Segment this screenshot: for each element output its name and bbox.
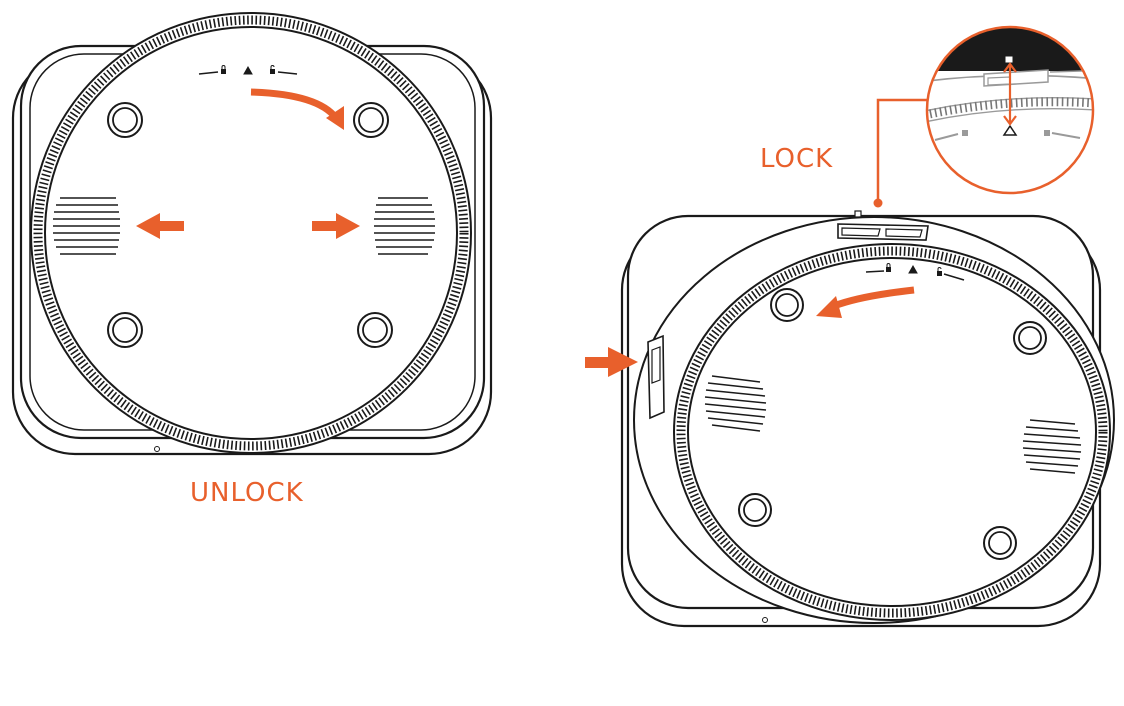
lock-screw-bottom-left — [738, 493, 772, 527]
unlock-screw-top-right — [353, 102, 389, 138]
lock-ring-inner — [687, 257, 1097, 607]
unlock-screw-bottom-left — [107, 312, 143, 348]
padlock-closed-icon — [198, 65, 226, 75]
zoom-triangle-icon — [1002, 124, 1018, 136]
padlock-open-icon — [937, 267, 965, 281]
lock-rotate-arrow — [816, 286, 915, 318]
padlock-open-icon — [270, 65, 298, 75]
unlock-arrow-left — [136, 213, 184, 239]
unlock-marker-group — [198, 65, 298, 75]
lock-vent-right — [1022, 419, 1082, 474]
triangle-icon — [243, 65, 253, 75]
lock-label: LOCK — [760, 144, 834, 174]
unlock-screw-bottom-right — [357, 312, 393, 348]
lock-push-arrow — [585, 347, 638, 377]
lock-zoom-callout — [925, 25, 1095, 195]
lock-screw-bottom-right — [983, 526, 1017, 560]
lock-top-slider — [837, 223, 929, 241]
lock-top-notch — [854, 210, 862, 218]
unlock-vent-right — [374, 197, 435, 255]
unlock-device — [11, 12, 493, 456]
lock-screw-top-left — [770, 288, 804, 322]
lock-ring-ticks — [676, 246, 1108, 618]
lock-vent-left — [704, 375, 767, 432]
triangle-icon — [908, 264, 918, 274]
unlock-led-dot — [154, 446, 160, 452]
unlock-arrow-right — [312, 213, 360, 239]
lock-callout-dot — [873, 198, 883, 208]
lock-screw-top-right — [1013, 321, 1047, 355]
lock-marker-group — [865, 263, 965, 281]
lock-callout-line — [876, 98, 930, 201]
unlock-screw-top-left — [107, 102, 143, 138]
lock-device — [585, 98, 1115, 628]
unlock-label: UNLOCK — [190, 478, 304, 508]
unlock-ring-ticks — [33, 15, 469, 451]
unlock-rotate-arrow — [250, 88, 344, 130]
zoom-ring-border — [925, 25, 1095, 195]
unlock-vent-left — [53, 197, 120, 255]
padlock-closed-icon — [865, 263, 891, 273]
lock-led-dot — [762, 617, 768, 623]
lock-side-latch — [647, 334, 665, 420]
unlock-ring-inner — [44, 26, 458, 440]
zoom-alignment-arrow — [1003, 62, 1017, 126]
